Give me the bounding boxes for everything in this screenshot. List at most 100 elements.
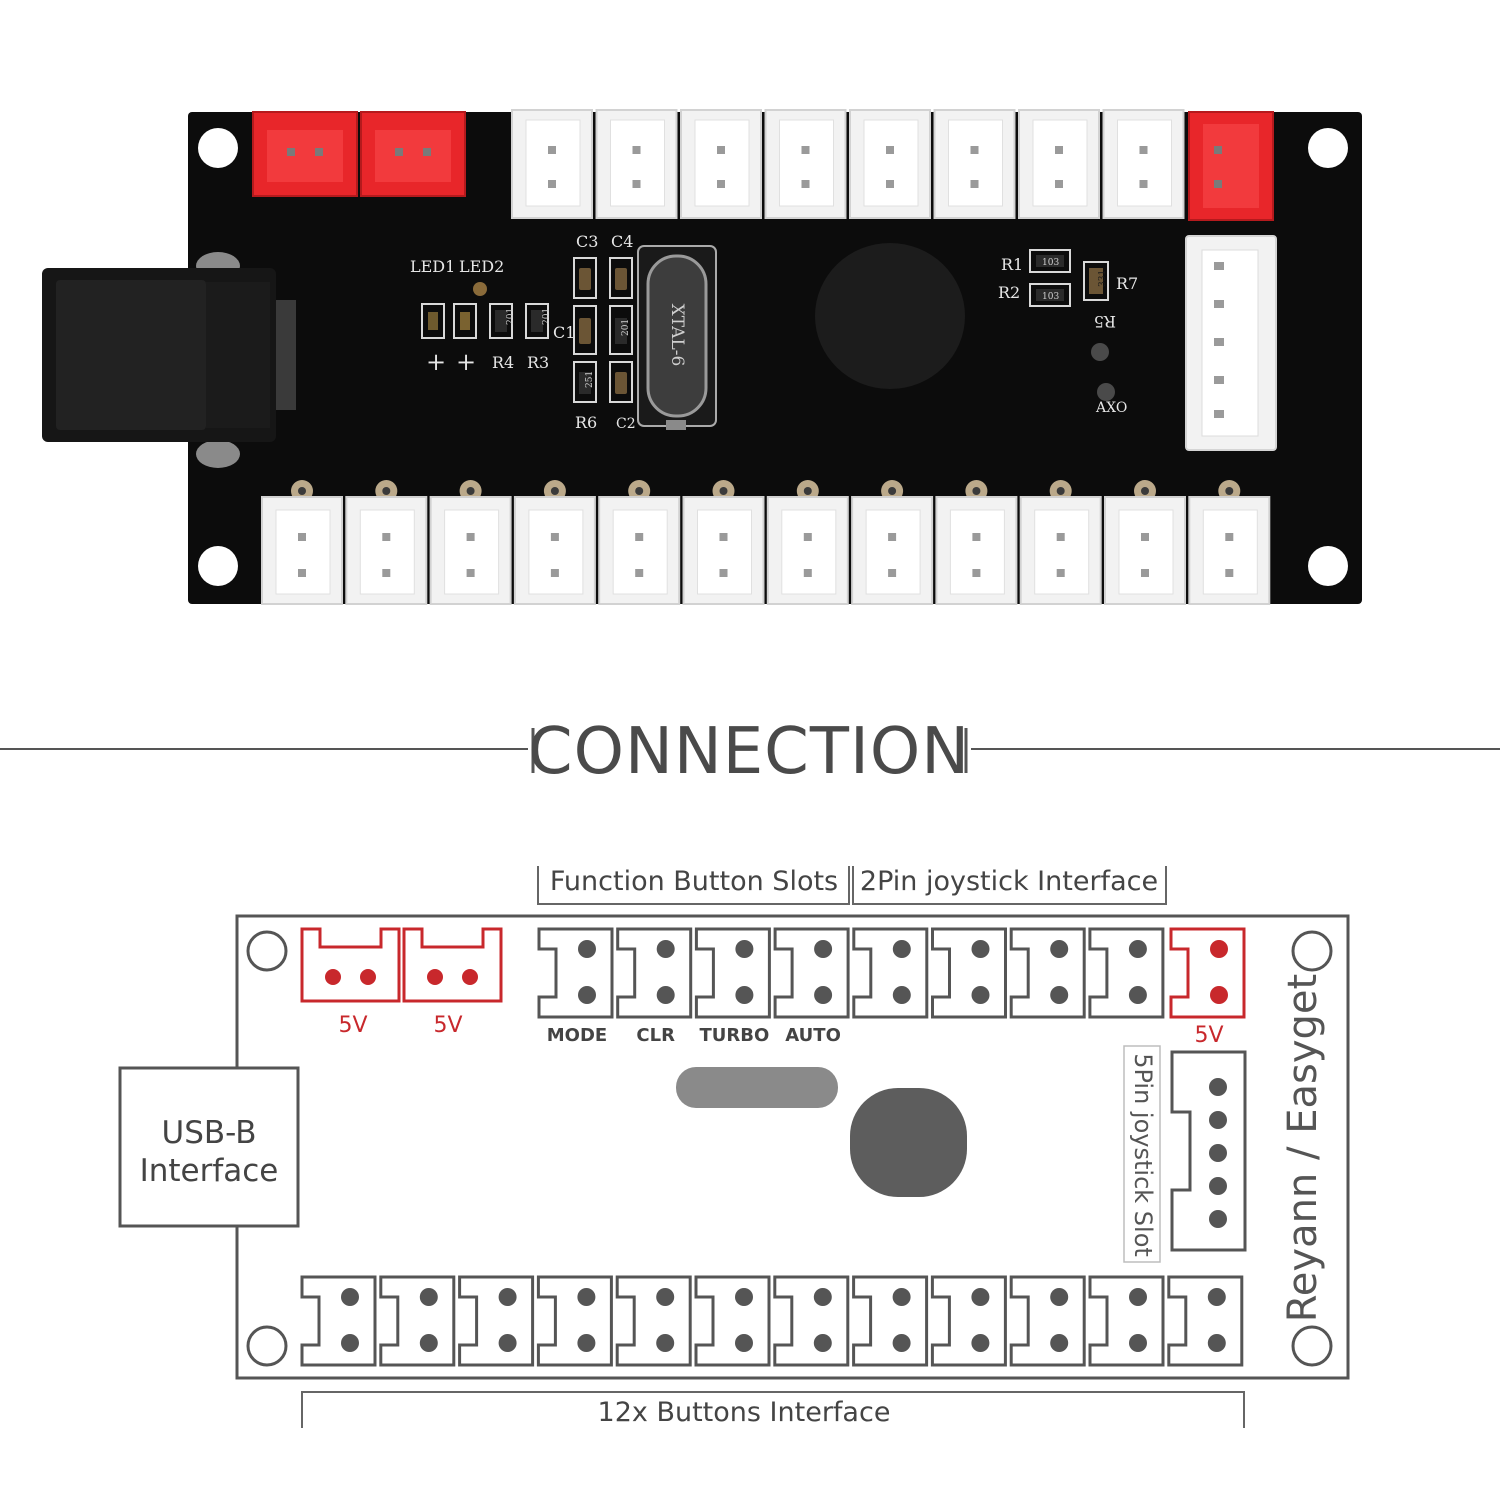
diagram-button-connector — [615, 1275, 692, 1367]
silk-led2: LED2 — [459, 257, 504, 276]
silk-r2: R2 — [998, 283, 1020, 302]
diagram-button-connector — [1088, 1275, 1165, 1367]
diagram-mounting-hole — [1291, 930, 1333, 972]
photo-white-connector — [1188, 480, 1271, 605]
photo-white-connector — [261, 480, 343, 605]
diagram-top-connector — [1009, 927, 1086, 1019]
smd-code: 251 — [585, 371, 595, 388]
mounting-hole — [198, 546, 238, 586]
silk-axo: AXO — [1095, 400, 1127, 416]
smd-code: 201 — [506, 308, 516, 325]
section-header: CONNECTION — [0, 715, 1500, 789]
brand-label: Reyann / Easyget — [1280, 974, 1326, 1322]
power-label-left-2: 5V — [433, 1013, 462, 1038]
function-slot-label: AUTO — [785, 1025, 841, 1046]
photo-white-connector — [511, 109, 593, 219]
crystal-label: XTAL-6 — [667, 304, 687, 367]
diagram-top-connector — [931, 927, 1007, 1019]
mounting-hole — [1308, 546, 1348, 586]
smd-code: 201 — [542, 308, 552, 325]
photo-white-connector — [513, 480, 596, 605]
photo-white-connector — [1104, 480, 1186, 605]
bracket-function-slots — [537, 866, 850, 905]
function-slot-label: CLR — [636, 1025, 675, 1046]
diagram-mounting-hole — [1291, 1325, 1333, 1367]
power-label-right: 5V — [1194, 1023, 1223, 1048]
smd-code: 331 — [1098, 270, 1108, 287]
photo-white-connector — [1018, 109, 1100, 219]
led-area: 201 201 — [421, 282, 552, 339]
photo-5pin-connector — [1185, 235, 1277, 451]
function-slot-label: MODE — [547, 1025, 607, 1046]
diagram-power-connector — [402, 927, 503, 1003]
usb-b-interface-box — [118, 1066, 300, 1228]
board-photo: LED1 LED2 + + R4 R3 C3 C4 C1 R6 C2 R1 R2… — [42, 109, 1362, 605]
silk-c2: C2 — [616, 416, 636, 432]
silk-plus-1: + — [426, 348, 446, 376]
crystal-oscillator: XTAL-6 — [637, 245, 717, 430]
diagram-button-connector — [852, 1275, 929, 1367]
diagram-top-connector — [616, 927, 693, 1019]
silk-plus-2: + — [456, 348, 476, 376]
photo-red-2pin-connector — [360, 111, 466, 197]
epoxy-chip — [815, 243, 965, 389]
silk-led1: LED1 — [410, 257, 455, 276]
diagram-chip — [850, 1088, 967, 1197]
silk-c1: C1 — [553, 323, 575, 342]
smd-code: 103 — [1042, 292, 1059, 302]
diagram-top-connector — [1088, 927, 1165, 1019]
silk-c4: C4 — [611, 232, 633, 251]
silk-r3: R3 — [527, 353, 549, 372]
diagram-power-connector-right — [1169, 927, 1246, 1019]
mounting-hole — [198, 128, 238, 168]
photo-white-connector — [766, 480, 849, 605]
diagram-top-connector — [852, 927, 929, 1019]
bracket-2pin-label: 2Pin joystick Interface — [860, 866, 1158, 897]
diagram-button-connector — [536, 1275, 613, 1367]
function-slot-label: TURBO — [700, 1025, 770, 1046]
diagram-button-connector — [773, 1275, 850, 1367]
photo-white-connector — [935, 480, 1018, 605]
silk-r7: R7 — [1116, 274, 1138, 293]
diagram-crystal — [676, 1067, 838, 1108]
smd-parts-right: 103 103 331 — [1029, 249, 1115, 401]
diagram-button-connector — [930, 1275, 1007, 1367]
photo-white-connector — [849, 109, 931, 219]
photo-white-connector — [1019, 480, 1102, 605]
bracket-function-label: Function Button Slots — [550, 866, 838, 897]
smd-code: 103 — [1042, 258, 1059, 268]
diagram-button-connector — [300, 1275, 377, 1367]
photo-red-2pin-connector — [252, 111, 358, 197]
usb-b-label-line2: Interface — [140, 1153, 279, 1189]
diagram-button-connector — [1167, 1275, 1244, 1367]
smd-code: 201 — [621, 319, 631, 336]
silk-r5: R5 — [1094, 312, 1116, 331]
wiring-diagram: Function Button Slots 2Pin joystick Inte… — [118, 866, 1350, 1428]
silk-r4: R4 — [492, 353, 514, 372]
diagram-mounting-hole — [246, 1325, 288, 1367]
diagram-mounting-hole — [246, 930, 288, 972]
photo-white-connector — [933, 109, 1016, 219]
photo-white-connector — [429, 480, 512, 605]
power-label-left-1: 5V — [338, 1013, 367, 1038]
diagram-button-connector — [1009, 1275, 1086, 1367]
diagram-top-connector — [694, 927, 771, 1019]
photo-white-connector — [680, 109, 762, 219]
diagram-button-connector — [458, 1275, 535, 1367]
section-title: CONNECTION — [528, 715, 970, 789]
photo-white-connector — [851, 480, 934, 605]
silk-r6: R6 — [575, 413, 597, 432]
usb-b-connector — [42, 252, 296, 468]
diagram-button-connector — [379, 1275, 456, 1367]
diagram-button-connector — [694, 1275, 771, 1367]
silk-c3: C3 — [576, 232, 598, 251]
bracket-buttons-label: 12x Buttons Interface — [598, 1397, 891, 1428]
diagram-5pin-slot — [1170, 1050, 1247, 1252]
bracket-buttons — [301, 1391, 1245, 1428]
bracket-2pin-joystick — [852, 866, 1167, 905]
slot-5pin-label: 5Pin joystick Slot — [1129, 1053, 1157, 1257]
photo-white-connector — [345, 480, 428, 605]
photo-white-connector — [595, 109, 678, 219]
usb-b-label-line1: USB-B — [162, 1115, 257, 1151]
